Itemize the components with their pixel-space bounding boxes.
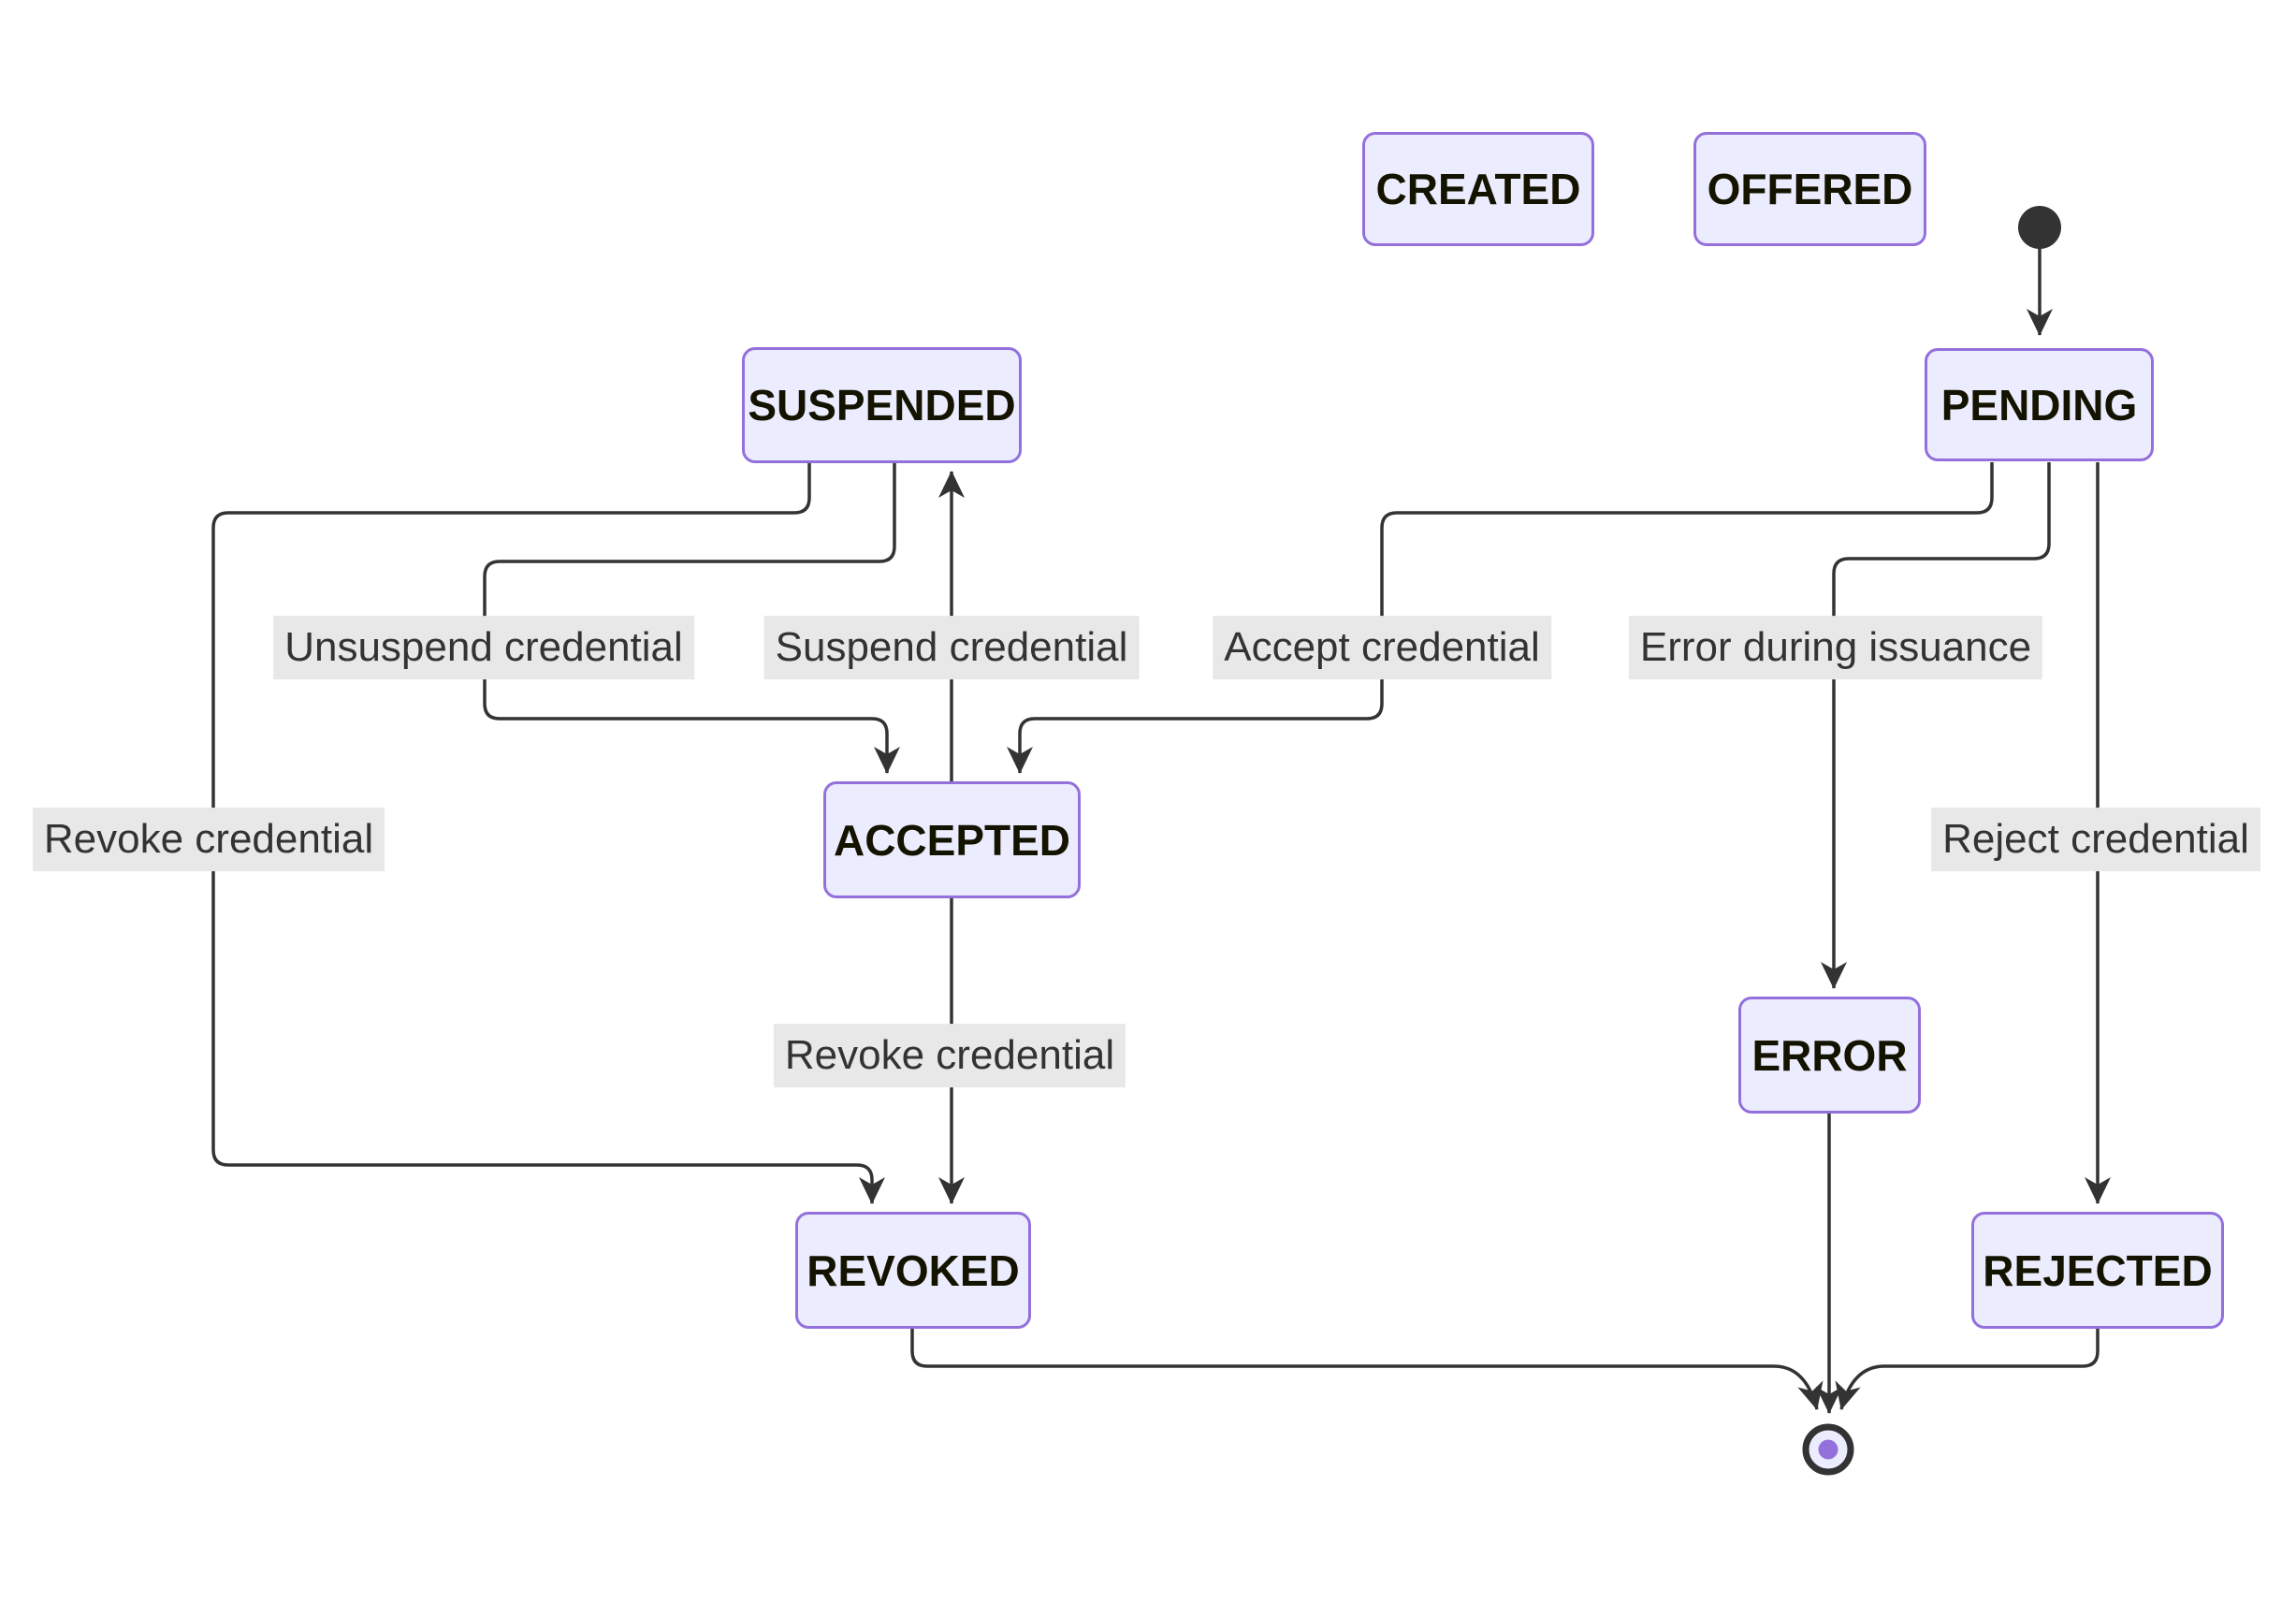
state-created: CREATED <box>1362 132 1594 246</box>
edge-label-revoke-credential-middle: Revoke credential <box>773 1024 1126 1087</box>
edge-revoked-to-final <box>910 1329 1824 1410</box>
state-accepted-label: ACCEPTED <box>833 815 1071 865</box>
state-offered-label: OFFERED <box>1707 165 1913 213</box>
edge-rejected-to-final <box>1835 1329 2100 1410</box>
state-accepted: ACCEPTED <box>823 781 1081 898</box>
state-rejected: REJECTED <box>1971 1212 2224 1329</box>
final-state-marker <box>1802 1423 1854 1476</box>
edge-label-accept-credential: Accept credential <box>1213 616 1551 679</box>
edge-label-revoke-credential-left: Revoke credential <box>32 808 385 871</box>
state-offered: OFFERED <box>1693 132 1926 246</box>
state-error: ERROR <box>1738 997 1921 1114</box>
state-pending-label: PENDING <box>1940 380 2138 430</box>
edge-pending-to-accepted <box>1007 462 1994 774</box>
state-revoked: REVOKED <box>795 1212 1031 1329</box>
state-error-label: ERROR <box>1751 1030 1908 1080</box>
state-rejected-label: REJECTED <box>1983 1245 2213 1295</box>
state-revoked-label: REVOKED <box>807 1245 1020 1295</box>
edge-pending-to-error <box>1821 462 2051 989</box>
edge-label-error-during-issuance: Error during issuance <box>1628 616 2043 679</box>
state-suspended: SUSPENDED <box>742 347 1022 463</box>
state-pending: PENDING <box>1925 348 2154 461</box>
edge-label-reject-credential: Reject credential <box>1931 808 2260 871</box>
edge-label-suspend-credential: Suspend credential <box>763 616 1140 679</box>
state-created-label: CREATED <box>1375 165 1581 213</box>
state-suspended-label: SUSPENDED <box>748 381 1016 430</box>
initial-state-dot <box>2018 206 2061 249</box>
edge-label-unsuspend-credential: Unsuspend credential <box>273 616 694 679</box>
